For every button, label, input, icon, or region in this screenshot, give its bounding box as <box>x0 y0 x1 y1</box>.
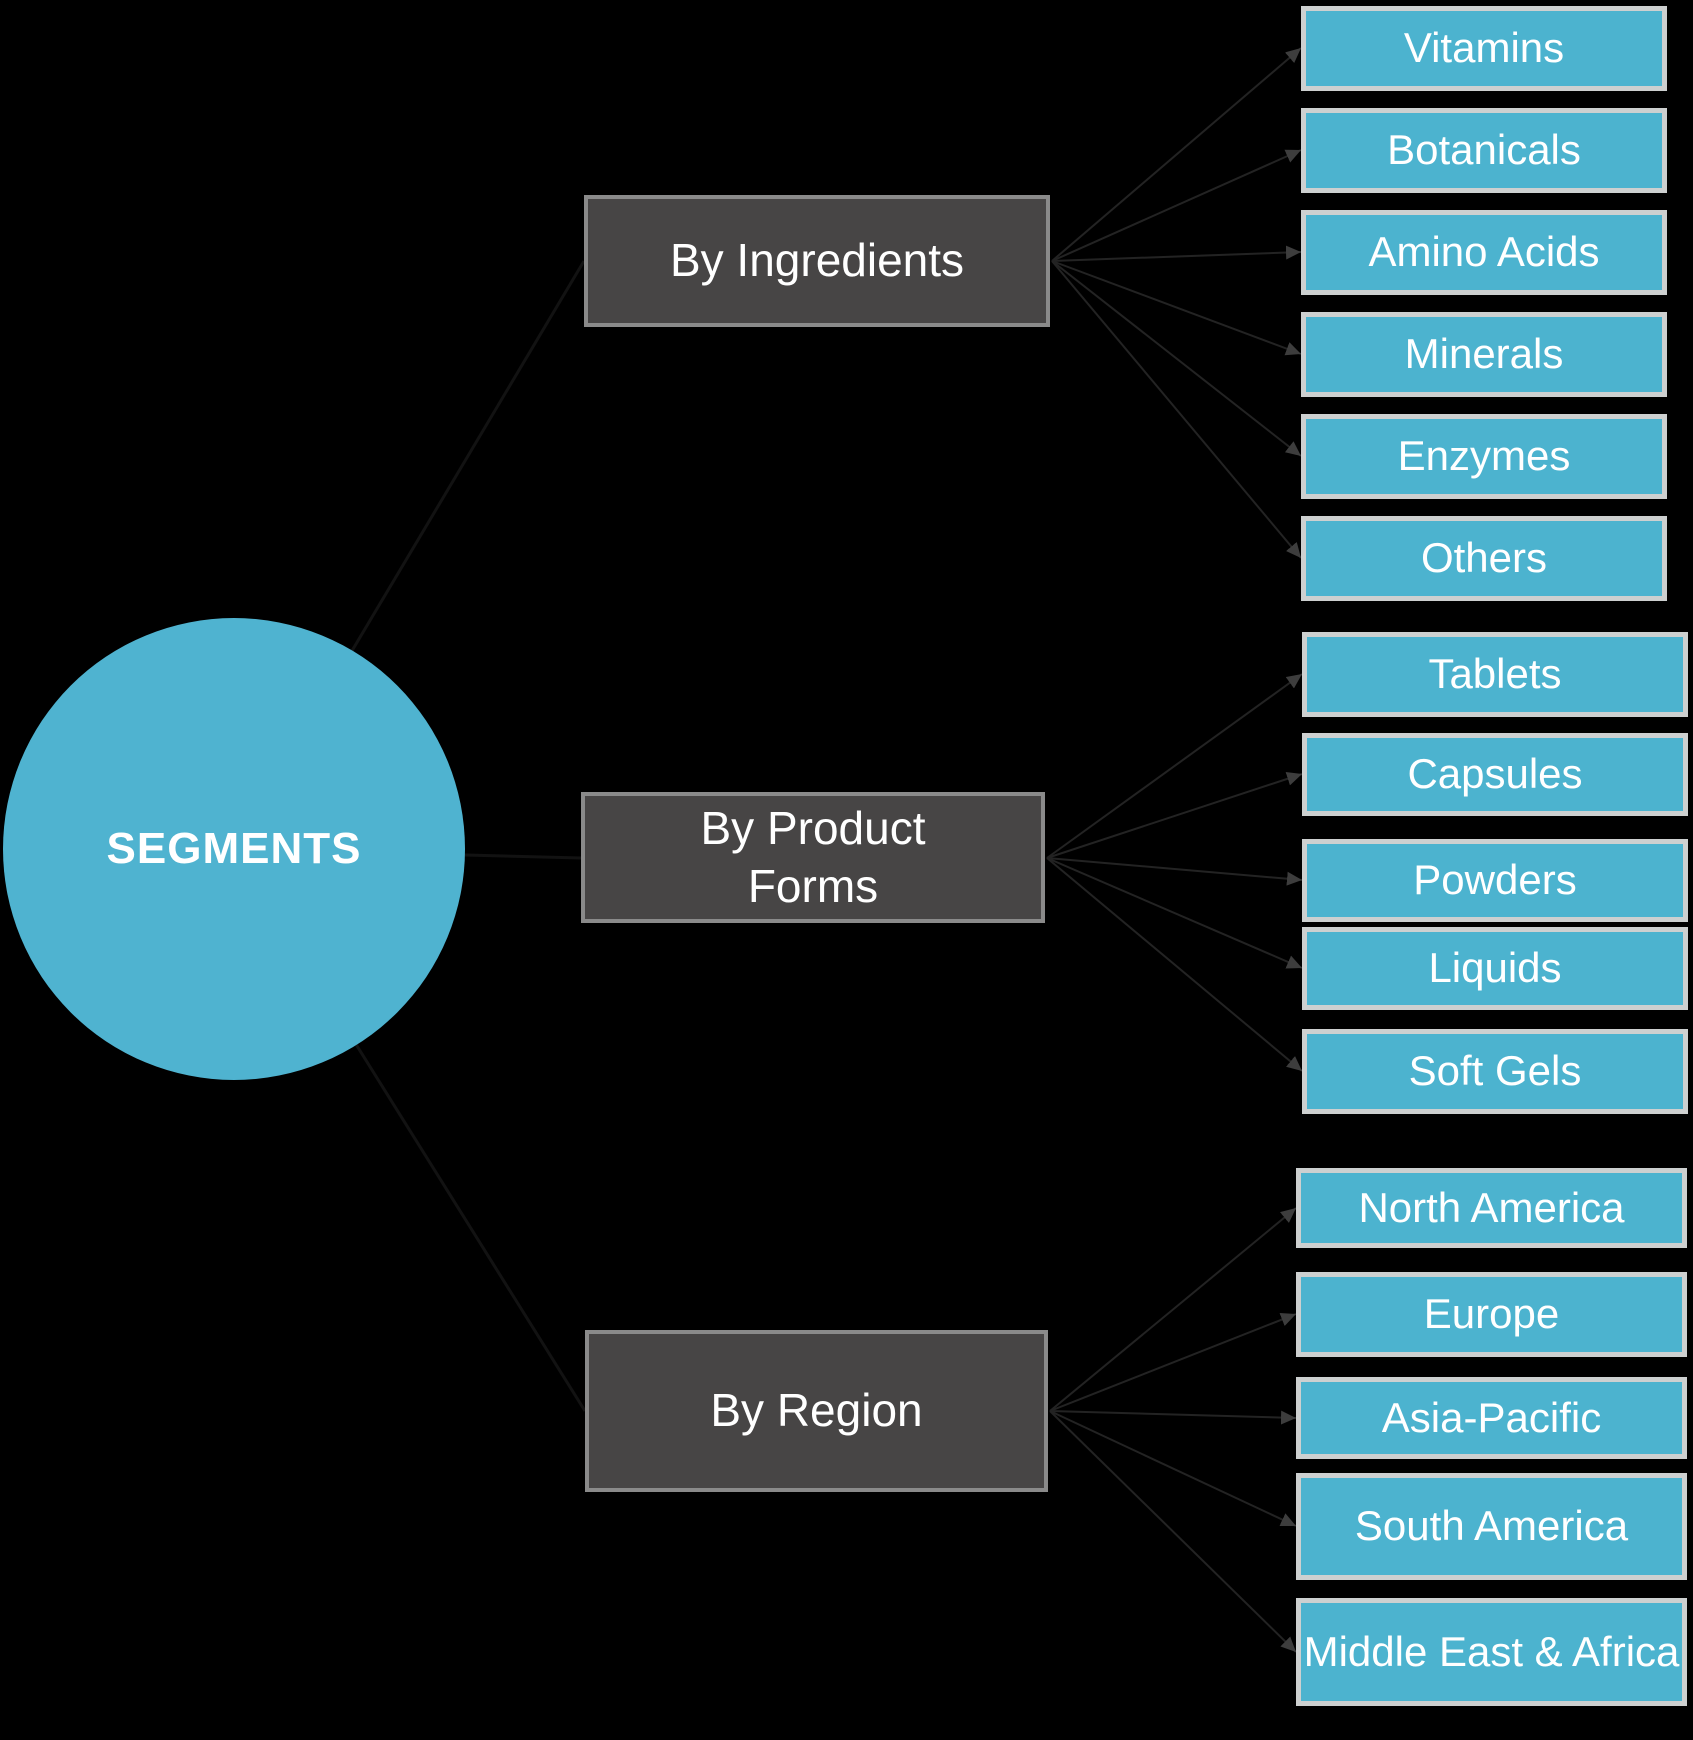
item-box-tablets: Tablets <box>1302 632 1688 717</box>
item-box-north-america: North America <box>1296 1168 1687 1248</box>
item-box-asia-pacific: Asia-Pacific <box>1296 1377 1687 1459</box>
category-box-region: By Region <box>585 1330 1048 1492</box>
item-box-minerals: Minerals <box>1301 312 1667 397</box>
item-box-europe: Europe <box>1296 1272 1687 1357</box>
category-box-product-forms: By Product Forms <box>581 792 1045 923</box>
item-box-amino-acids: Amino Acids <box>1301 210 1667 295</box>
item-box-capsules: Capsules <box>1302 733 1688 816</box>
category-label-ingredients: By Ingredients <box>669 234 965 287</box>
segments-label: SEGMENTS <box>106 824 362 873</box>
item-box-others: Others <box>1301 516 1667 601</box>
item-box-vitamins: Vitamins <box>1301 6 1667 91</box>
category-box-ingredients: By Ingredients <box>584 195 1050 327</box>
item-box-powders: Powders <box>1302 839 1688 922</box>
item-box-liquids: Liquids <box>1302 927 1688 1010</box>
item-box-enzymes: Enzymes <box>1301 414 1667 499</box>
item-box-south-america: South America <box>1296 1473 1687 1580</box>
category-item-lines <box>1046 47 1303 1653</box>
category-label-region: By Region <box>710 1384 923 1437</box>
segments-circle: SEGMENTS <box>3 618 465 1080</box>
category-label-product-forms: By Product Forms <box>700 802 926 912</box>
item-box-soft-gels: Soft Gels <box>1302 1029 1688 1114</box>
item-box-botanicals: Botanicals <box>1301 108 1667 193</box>
item-box-middle-east-africa: Middle East & Africa <box>1296 1598 1687 1706</box>
